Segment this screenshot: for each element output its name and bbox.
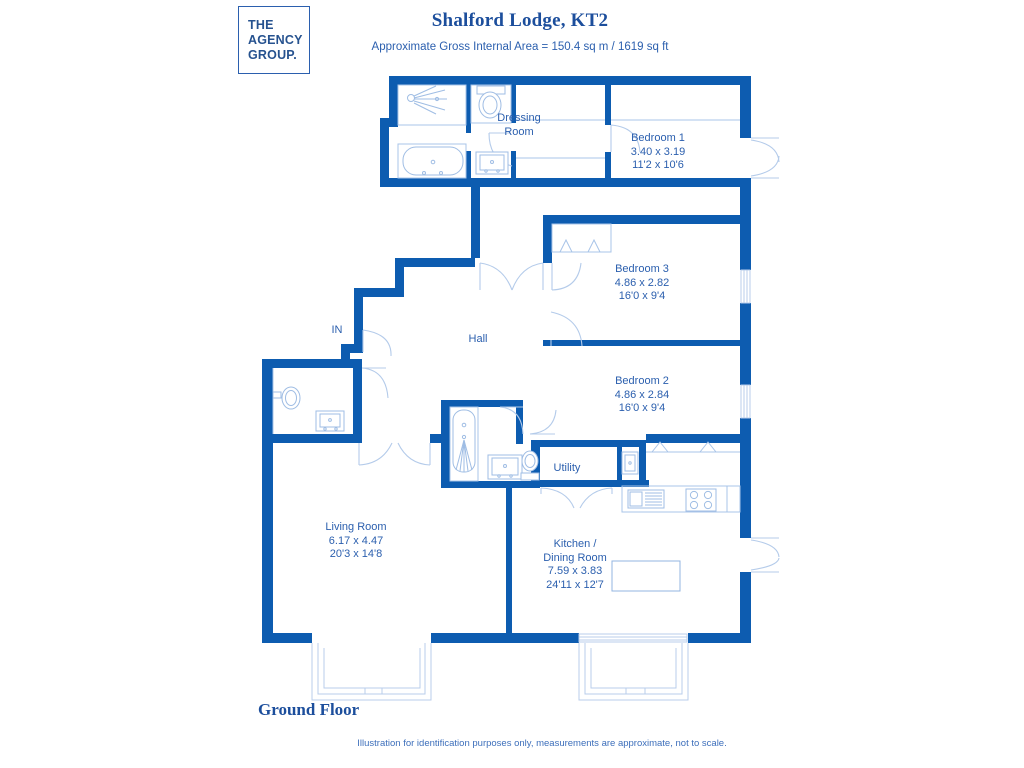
room-dimensions-imperial: 20'3 x 14'8	[329, 548, 383, 560]
bathtub-icon	[397, 143, 467, 179]
room-dimensions-imperial: 11'2 x 10'6	[632, 159, 684, 171]
logo-line-2: AGENCY	[248, 32, 303, 47]
room-dimensions-metric: 4.86 x 2.84	[614, 388, 670, 401]
page-title: Shalford Lodge, KT2	[431, 10, 609, 31]
room-label-utility: Utility	[545, 462, 589, 476]
floor-level-title: Ground Floor	[258, 700, 360, 719]
room-dimensions-imperial: 24'11 x 12'7	[546, 578, 604, 591]
wardrobe-units	[516, 119, 605, 159]
kitchen-units	[621, 441, 741, 513]
gross-internal-area-note: Approximate Gross Internal Area = 150.4 …	[371, 41, 669, 53]
room-name: Bedroom 3	[615, 263, 669, 275]
room-name: Dressing	[497, 112, 541, 124]
bathroom2-fixtures	[449, 406, 540, 482]
room-name-cont: Room	[504, 125, 534, 138]
entrance-in-label: IN	[325, 324, 349, 338]
windows	[311, 269, 751, 701]
room-dimensions-imperial: 16'0 x 9'4	[618, 402, 666, 414]
room-label-bedroom-2: Bedroom 2 4.86 x 2.84 16'0 x 9'4	[592, 375, 692, 416]
toilet-icon	[470, 84, 512, 124]
room-dimensions-imperial: 16'0 x 9'4	[618, 290, 666, 302]
room-label-living-room: Living Room 6.17 x 4.47 20'3 x 14'8	[305, 521, 407, 562]
room-dimensions-metric: 6.17 x 4.47	[328, 534, 384, 547]
shower-head-icon	[397, 84, 467, 126]
room-name: Utility	[553, 462, 581, 474]
room-label-bedroom-3: Bedroom 3 4.86 x 2.82 16'0 x 9'4	[592, 263, 692, 304]
room-name: Bedroom 2	[615, 375, 669, 387]
room-label-kitchen-dining-room: Kitchen / Dining Room 7.59 x 3.83 24'11 …	[516, 538, 634, 592]
room-name: Living Room	[325, 521, 387, 533]
room-name-cont: Dining Room	[543, 551, 607, 564]
cloakroom-fixtures	[272, 368, 345, 434]
agency-logo: THE AGENCY GROUP.	[238, 6, 310, 74]
room-dimensions-metric: 3.40 x 3.19	[630, 145, 686, 158]
logo-line-3: GROUP.	[248, 47, 297, 62]
room-dimensions-metric: 7.59 x 3.83	[547, 565, 603, 577]
wall-structure	[262, 76, 751, 643]
room-label-hall: Hall	[458, 333, 498, 347]
room-name: Hall	[468, 333, 488, 345]
utility-fixtures	[621, 451, 639, 475]
doors	[358, 124, 780, 573]
disclaimer-text: Illustration for identification purposes…	[357, 738, 727, 749]
fixtures	[272, 84, 741, 592]
room-label-dressing-room: Dressing Room	[489, 112, 549, 139]
room-dimensions-metric: 4.86 x 2.82	[614, 276, 670, 289]
room-label-bedroom-1: Bedroom 1 3.40 x 3.19 11'2 x 10'6	[608, 132, 708, 173]
entrance-direction: IN	[331, 324, 343, 336]
room-name: Bedroom 1	[631, 132, 685, 144]
dining-table-icon	[611, 560, 681, 592]
logo-line-1: THE	[248, 17, 274, 32]
wash-basin-icon	[475, 151, 509, 175]
room-name: Kitchen /	[553, 538, 597, 550]
bedroom3-wardrobe	[551, 223, 612, 253]
